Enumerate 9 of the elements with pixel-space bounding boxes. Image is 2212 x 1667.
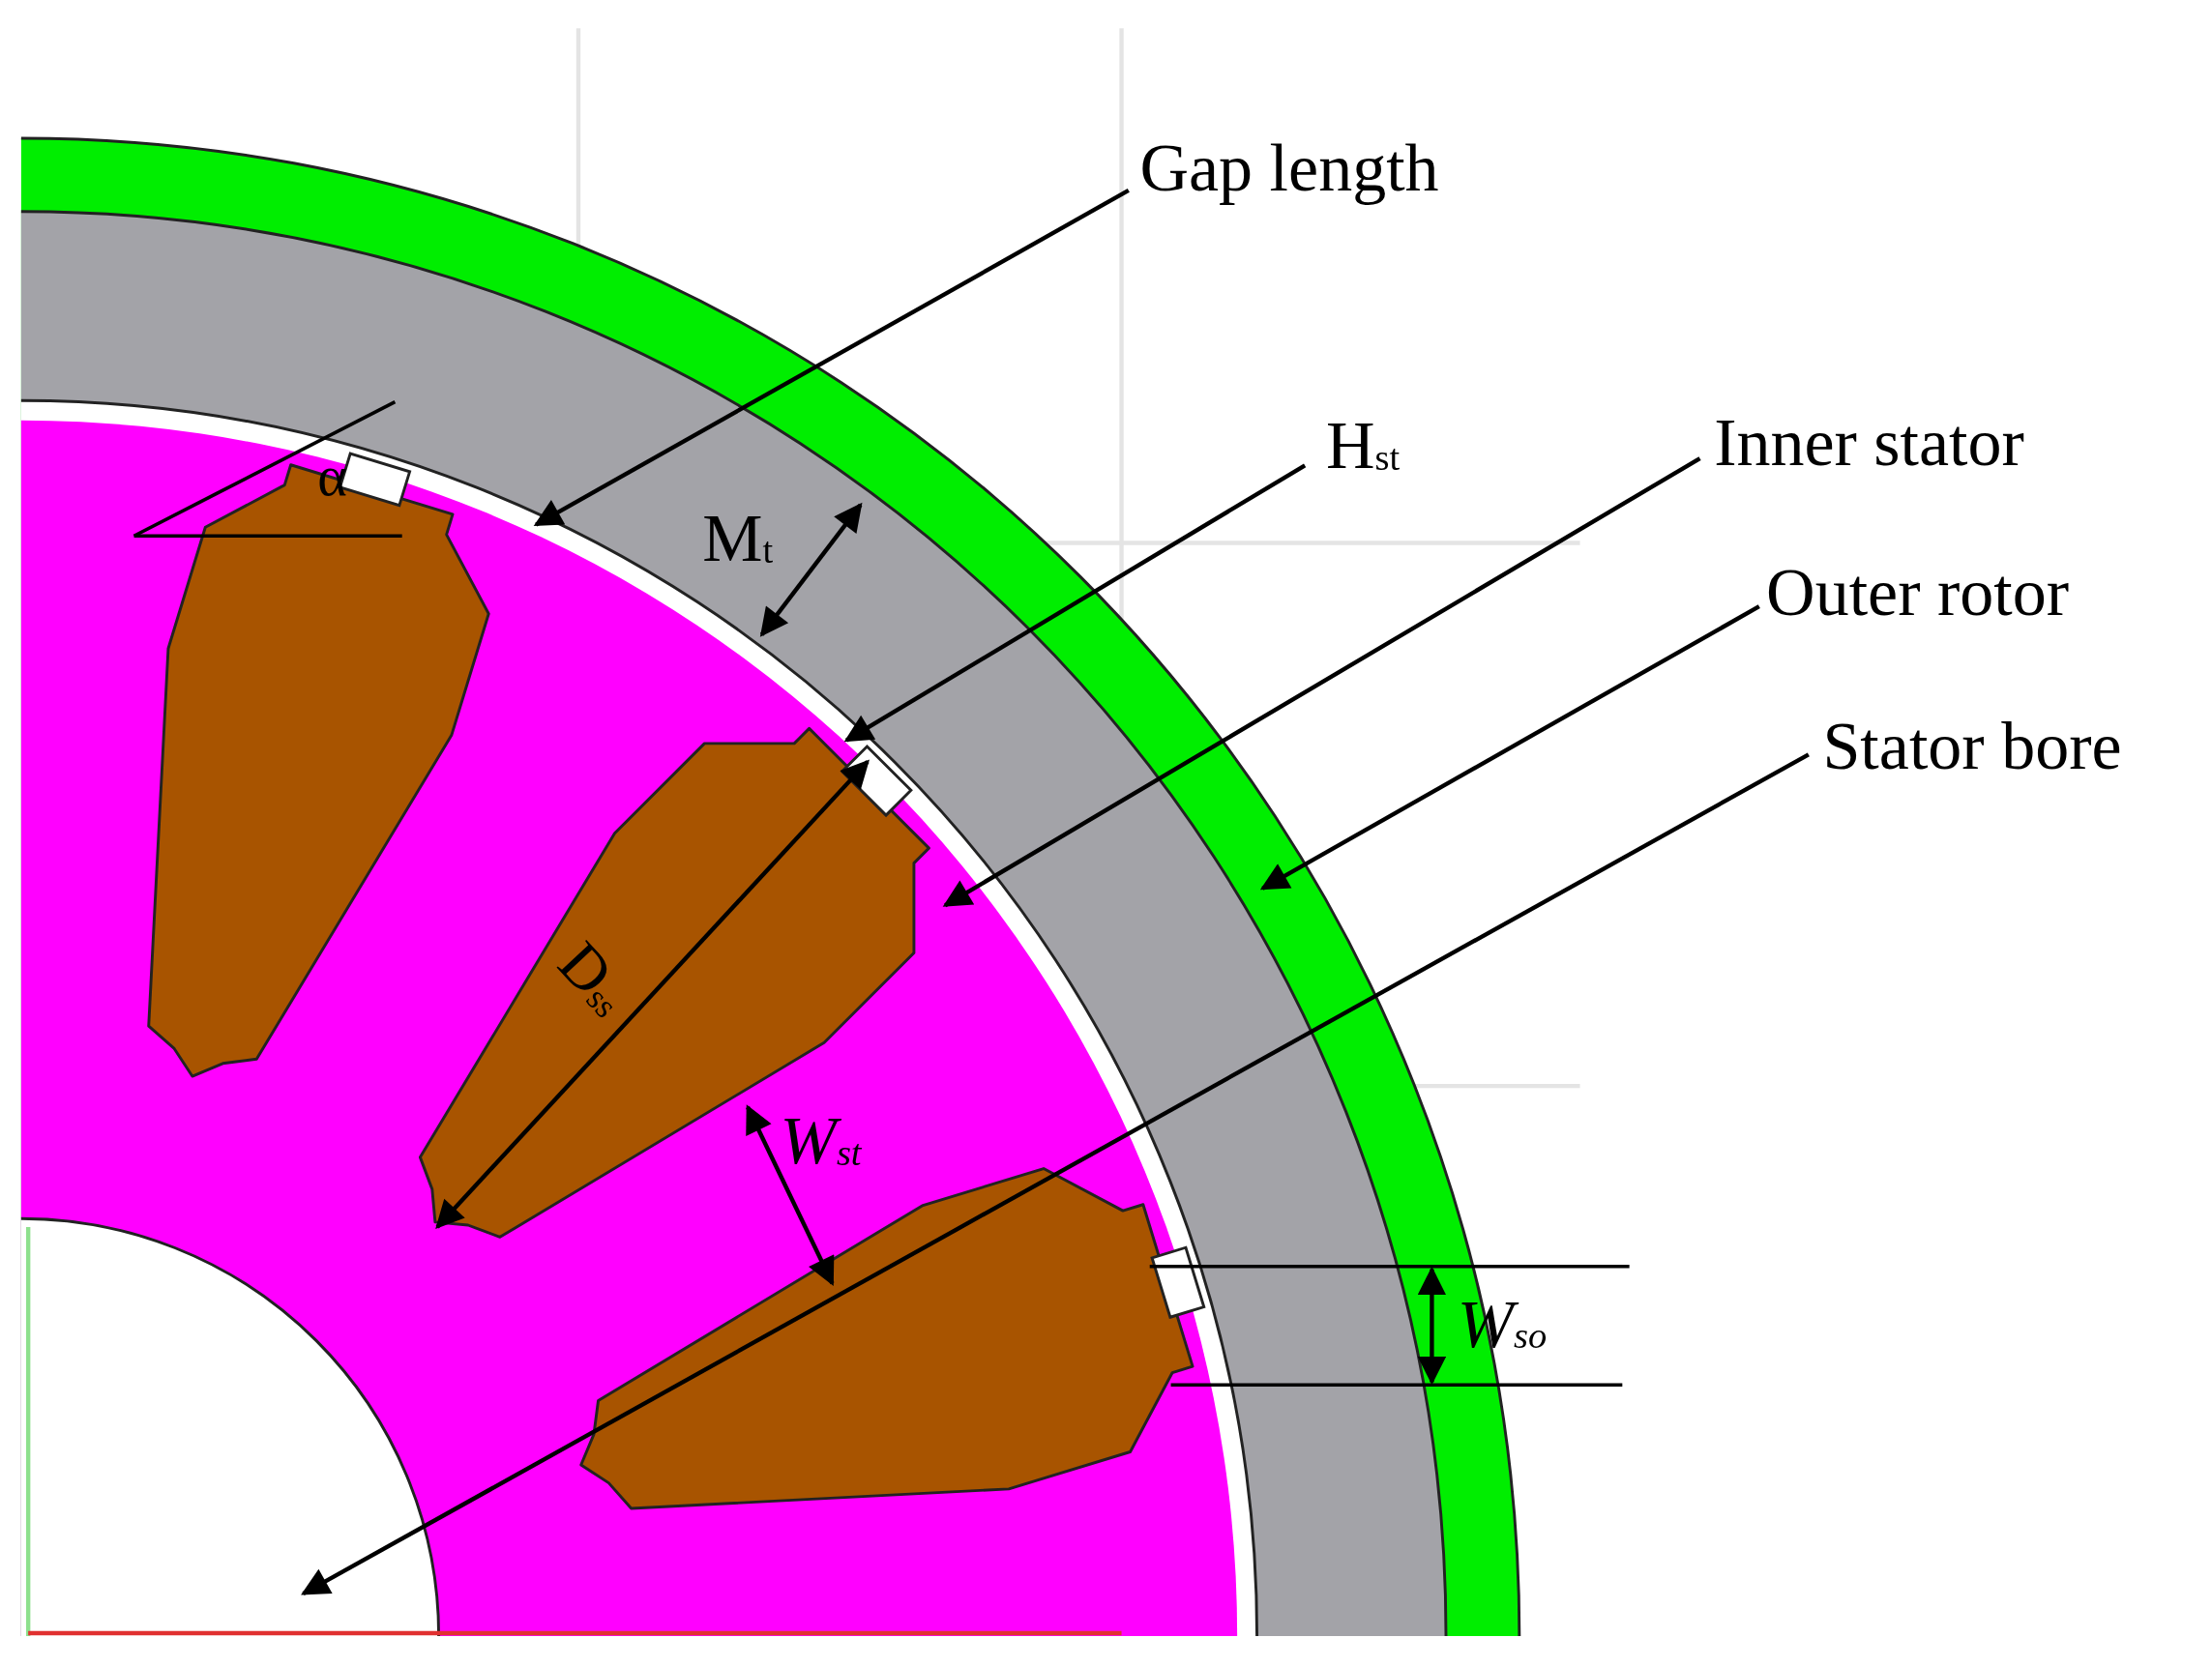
part-label: Stator bore [1822,712,2122,780]
angle-label: α [317,448,347,506]
part-label: Outer rotor [1766,558,2070,627]
leader-line [942,456,1701,908]
leader-line [1259,604,1760,891]
leader-line [301,752,1810,1596]
part-label: Inner stator [1714,408,2024,477]
leader-line [533,189,1130,527]
leader-line [843,463,1307,743]
